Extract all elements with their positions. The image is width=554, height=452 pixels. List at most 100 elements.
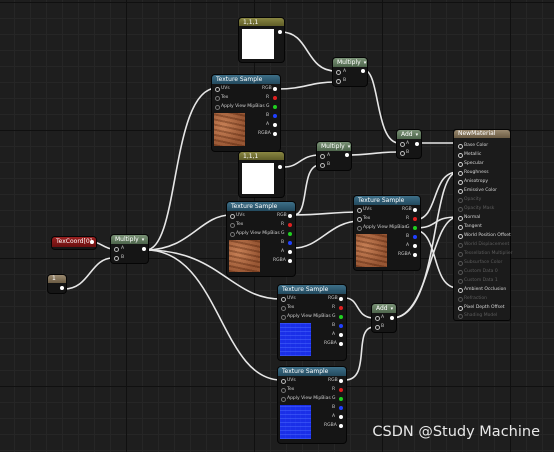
output-pin[interactable] bbox=[278, 165, 282, 169]
output-pin-g[interactable] bbox=[413, 226, 417, 230]
chevron-down-icon[interactable]: ▾ bbox=[390, 306, 394, 312]
output-pin[interactable] bbox=[142, 247, 146, 251]
output-pin[interactable] bbox=[361, 69, 365, 73]
output-pin-a[interactable] bbox=[413, 244, 417, 248]
material-input-pin[interactable] bbox=[458, 171, 463, 176]
output-pin-rgba[interactable] bbox=[273, 132, 277, 136]
input-pin-tex[interactable] bbox=[215, 96, 220, 101]
input-pin-tex[interactable] bbox=[281, 388, 286, 393]
scalar-constant-node[interactable]: 1 bbox=[48, 275, 66, 293]
output-pin-g[interactable] bbox=[273, 105, 277, 109]
texture-sample-node-5[interactable]: Texture Sample UVs Tex Apply View MipBia… bbox=[278, 367, 346, 443]
output-pin[interactable] bbox=[415, 142, 419, 146]
chevron-down-icon[interactable]: ▾ bbox=[363, 60, 367, 66]
input-pin-b[interactable] bbox=[336, 79, 341, 84]
output-pin-rgb[interactable] bbox=[288, 214, 292, 218]
input-pin-b[interactable] bbox=[114, 256, 119, 261]
material-input-pin[interactable] bbox=[458, 189, 463, 194]
texture-sample-node-3[interactable]: Texture Sample UVs Tex Apply View MipBia… bbox=[354, 196, 420, 270]
input-pin-b[interactable] bbox=[400, 151, 405, 156]
input-pin-mip-bias[interactable] bbox=[230, 232, 235, 237]
material-input-pin[interactable] bbox=[458, 153, 463, 158]
input-pin-tex[interactable] bbox=[357, 217, 362, 222]
material-input-pin[interactable] bbox=[458, 252, 463, 257]
output-pin-r[interactable] bbox=[339, 388, 343, 392]
material-input-pin[interactable] bbox=[458, 216, 463, 221]
output-pin-rgb[interactable] bbox=[339, 379, 343, 383]
add-node-bottom[interactable]: Add▾ A B bbox=[372, 304, 396, 332]
input-pin-tex[interactable] bbox=[281, 306, 286, 311]
output-pin-r[interactable] bbox=[413, 217, 417, 221]
chevron-down-icon[interactable]: ▾ bbox=[415, 132, 419, 138]
material-input-pin[interactable] bbox=[458, 297, 463, 302]
texture-sample-node-4[interactable]: Texture Sample UVs Tex Apply View MipBia… bbox=[278, 285, 346, 360]
input-pin-uvs[interactable] bbox=[230, 214, 235, 219]
input-pin-a[interactable] bbox=[320, 154, 325, 159]
material-input-pin[interactable] bbox=[458, 162, 463, 167]
output-pin[interactable] bbox=[278, 30, 282, 34]
output-pin-b[interactable] bbox=[339, 324, 343, 328]
output-pin-a[interactable] bbox=[339, 415, 343, 419]
output-pin-g[interactable] bbox=[339, 397, 343, 401]
input-pin-mip-bias[interactable] bbox=[281, 397, 286, 402]
output-pin-g[interactable] bbox=[288, 232, 292, 236]
input-pin-mip-bias[interactable] bbox=[215, 105, 220, 110]
output-pin[interactable] bbox=[60, 286, 64, 290]
texcoord-node[interactable]: TexCoord[0] bbox=[52, 237, 96, 249]
texture-sample-node-2[interactable]: Texture Sample UVs Tex Apply View MipBia… bbox=[227, 202, 295, 276]
output-pin-rgb[interactable] bbox=[339, 297, 343, 301]
output-pin-r[interactable] bbox=[273, 96, 277, 100]
input-pin-uvs[interactable] bbox=[281, 379, 286, 384]
input-pin-a[interactable] bbox=[375, 316, 380, 321]
material-input-pin[interactable] bbox=[458, 198, 463, 203]
output-pin[interactable] bbox=[390, 316, 394, 320]
output-pin-a[interactable] bbox=[288, 250, 292, 254]
input-pin-uvs[interactable] bbox=[215, 87, 220, 92]
output-pin-a[interactable] bbox=[273, 123, 277, 127]
material-input-pin[interactable] bbox=[458, 144, 463, 149]
output-pin[interactable] bbox=[90, 240, 94, 244]
multiply-node-top[interactable]: Multiply▾ A B bbox=[333, 58, 367, 86]
input-pin-tex[interactable] bbox=[230, 223, 235, 228]
output-pin-rgba[interactable] bbox=[413, 253, 417, 257]
material-input-pin[interactable] bbox=[458, 261, 463, 266]
material-input-pin[interactable] bbox=[458, 279, 463, 284]
output-pin-rgba[interactable] bbox=[339, 342, 343, 346]
texture-sample-node-1[interactable]: Texture Sample UVs Tex Apply View MipBia… bbox=[212, 75, 280, 151]
material-input-pin[interactable] bbox=[458, 225, 463, 230]
material-input-pin[interactable] bbox=[458, 288, 463, 293]
constant3-node-top[interactable]: 1,1,1 bbox=[239, 18, 284, 62]
output-pin-b[interactable] bbox=[273, 114, 277, 118]
constant3-node-mid[interactable]: 1,1,1 bbox=[239, 152, 284, 197]
input-pin-mip-bias[interactable] bbox=[357, 226, 362, 231]
input-pin-b[interactable] bbox=[375, 325, 380, 330]
input-pin-uvs[interactable] bbox=[281, 297, 286, 302]
output-pin-rgba[interactable] bbox=[339, 424, 343, 428]
output-pin-b[interactable] bbox=[413, 235, 417, 239]
multiply-node-left[interactable]: Multiply▾ A B bbox=[111, 235, 148, 263]
output-pin-r[interactable] bbox=[288, 223, 292, 227]
input-pin-a[interactable] bbox=[336, 70, 341, 75]
input-pin-a[interactable] bbox=[400, 142, 405, 147]
output-pin[interactable] bbox=[345, 153, 349, 157]
material-input-pin[interactable] bbox=[458, 207, 463, 212]
add-node-top[interactable]: Add▾ A B bbox=[397, 130, 421, 158]
output-pin-b[interactable] bbox=[288, 241, 292, 245]
output-pin-rgba[interactable] bbox=[288, 259, 292, 263]
output-pin-g[interactable] bbox=[339, 315, 343, 319]
material-input-pin[interactable] bbox=[458, 234, 463, 239]
output-pin-b[interactable] bbox=[339, 406, 343, 410]
input-pin-uvs[interactable] bbox=[357, 208, 362, 213]
chevron-down-icon[interactable]: ▾ bbox=[141, 237, 145, 243]
chevron-down-icon[interactable]: ▾ bbox=[347, 144, 351, 150]
input-pin-a[interactable] bbox=[114, 247, 119, 252]
output-pin-rgb[interactable] bbox=[413, 208, 417, 212]
input-pin-mip-bias[interactable] bbox=[281, 315, 286, 320]
output-pin-rgb[interactable] bbox=[273, 87, 277, 91]
material-input-pin[interactable] bbox=[458, 314, 463, 319]
material-input-pin[interactable] bbox=[458, 306, 463, 311]
material-input-pin[interactable] bbox=[458, 180, 463, 185]
material-input-pin[interactable] bbox=[458, 270, 463, 275]
input-pin-b[interactable] bbox=[320, 163, 325, 168]
